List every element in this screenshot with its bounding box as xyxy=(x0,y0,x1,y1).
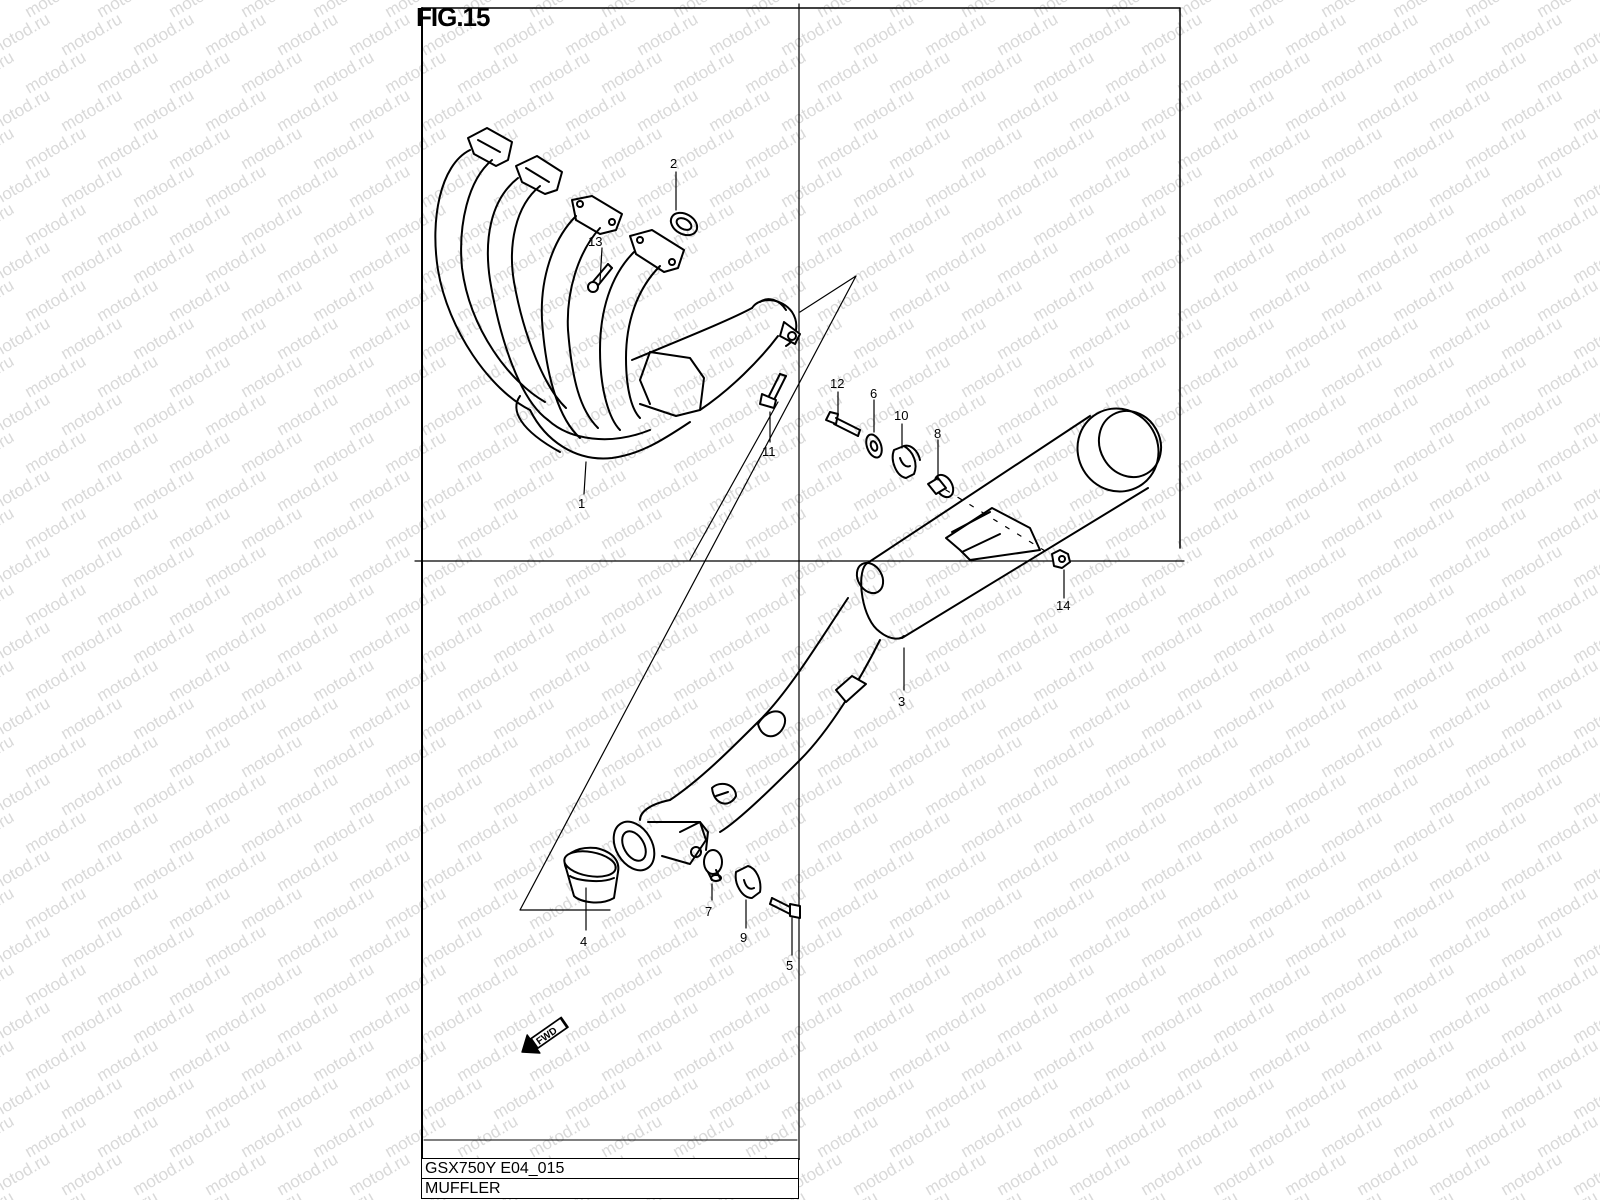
washer-6 xyxy=(865,433,883,459)
callout-11: 11 xyxy=(762,444,776,459)
callout-2: 2 xyxy=(670,156,677,171)
callout-6: 6 xyxy=(870,386,877,401)
mounting-bolt-5 xyxy=(769,897,801,919)
forward-arrow-icon: FWD xyxy=(521,1016,569,1054)
collar-7 xyxy=(703,849,723,882)
callout-3: 3 xyxy=(898,694,905,709)
muffler-end-cap xyxy=(563,846,620,904)
group-name-text: MUFFLER xyxy=(425,1180,501,1197)
assembly-guide-lines xyxy=(519,275,1051,911)
callout-13: 13 xyxy=(588,234,602,249)
callout-12: 12 xyxy=(830,376,844,391)
callout-4: 4 xyxy=(580,934,587,949)
callout-8: 8 xyxy=(934,426,941,441)
callout-7: 7 xyxy=(705,904,712,919)
model-code-text: GSX750Y E04_015 xyxy=(425,1160,565,1177)
group-name-caption: MUFFLER xyxy=(421,1178,799,1199)
exhaust-pipe-assembly xyxy=(434,127,801,460)
cushion-9 xyxy=(734,865,762,899)
clamp-bolt xyxy=(759,373,787,409)
exhaust-gasket xyxy=(669,211,699,237)
callout-14: 14 xyxy=(1056,598,1070,613)
callout-9: 9 xyxy=(740,930,747,945)
mounting-bolt-12 xyxy=(825,411,861,437)
washer-8 xyxy=(927,473,955,499)
nut-14 xyxy=(1051,549,1071,569)
callout-5: 5 xyxy=(786,958,793,973)
muffler xyxy=(612,407,1163,872)
callout-1: 1 xyxy=(578,496,585,511)
cushion-10 xyxy=(891,444,921,479)
callout-10: 10 xyxy=(894,408,908,423)
leader-lines xyxy=(583,171,1065,956)
figure-title: FIG.15 xyxy=(416,2,490,32)
model-code-caption: GSX750Y E04_015 xyxy=(421,1158,799,1179)
